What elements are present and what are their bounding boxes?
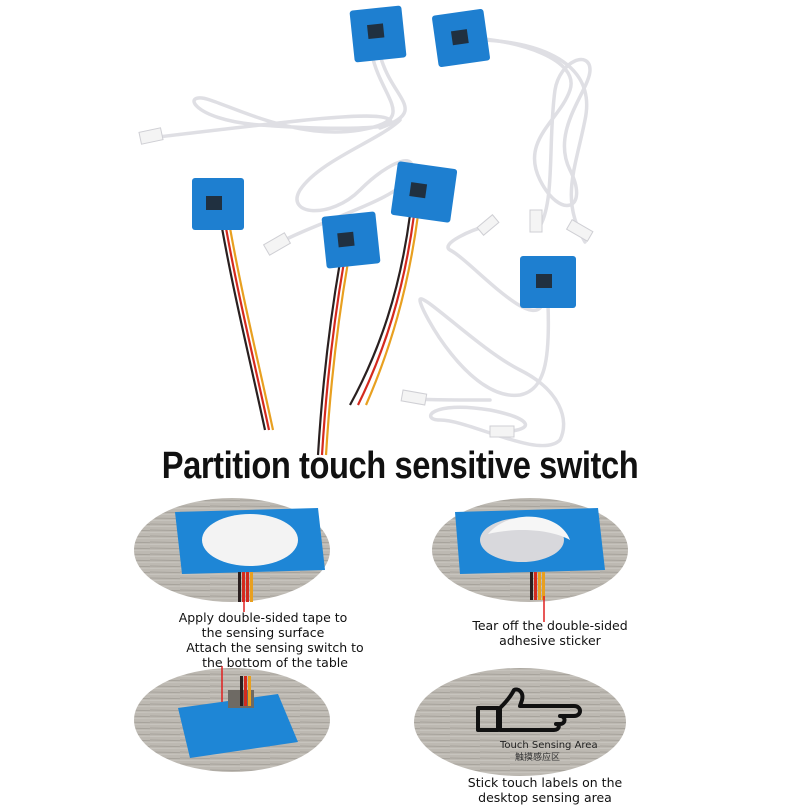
connector-plugs xyxy=(138,127,594,438)
pcb-board-3 xyxy=(192,178,244,230)
step-4-caption: Stick touch labels on the desktop sensin… xyxy=(467,775,623,805)
white-cable-2 xyxy=(468,36,592,244)
step-1-caption: Apply double-sided tape to the sensing s… xyxy=(178,610,348,640)
pcb-board-5 xyxy=(390,161,458,223)
white-cable-1 xyxy=(148,53,407,140)
step-2-caption: Tear off the double-sided adhesive stick… xyxy=(472,618,628,648)
step4-photo: Touch Sensing Area 触摸感应区 xyxy=(414,668,626,776)
pcb-board-6 xyxy=(520,256,576,308)
page-title: Partition touch sensitive switch xyxy=(161,445,639,487)
touch-label-chinese: 触摸感应区 xyxy=(515,751,560,763)
white-cable-3 xyxy=(273,118,414,247)
ribbon-wire-1 xyxy=(220,227,275,431)
pcb-board-1 xyxy=(349,5,407,63)
pcb-board-4 xyxy=(321,211,381,269)
step2-photo xyxy=(432,498,628,622)
pcb-board-2 xyxy=(432,9,490,67)
thumb-touch-icon xyxy=(476,687,582,732)
touch-label-english: Touch Sensing Area xyxy=(499,740,598,751)
step-3-caption: Attach the sensing switch to the bottom … xyxy=(186,640,364,670)
ribbon-wire-2 xyxy=(316,261,350,456)
step1-photo xyxy=(134,498,330,612)
ribbon-wire-3 xyxy=(349,214,420,406)
step3-photo xyxy=(134,666,330,772)
